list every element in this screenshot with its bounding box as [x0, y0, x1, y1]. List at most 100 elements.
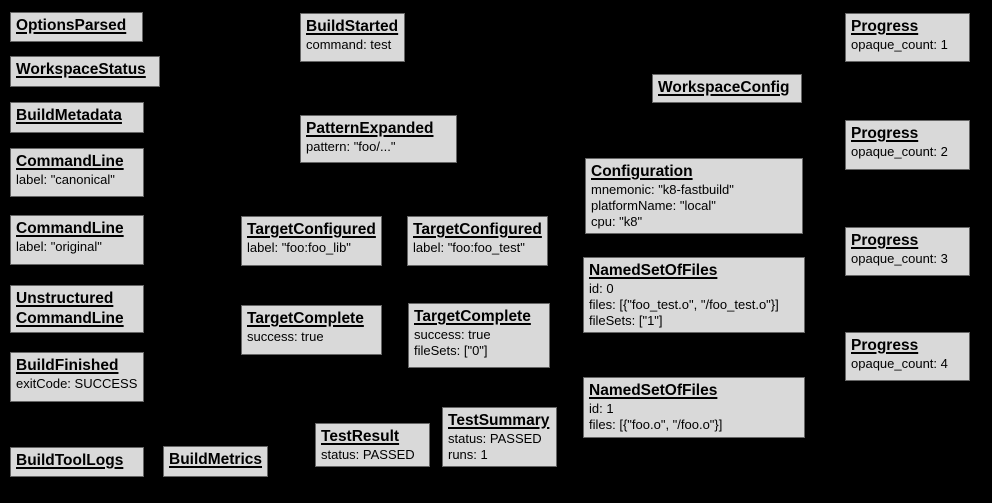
event-node-progress-2: Progress opaque_count: 2 — [845, 120, 970, 170]
detail-line: opaque_count: 4 — [851, 356, 948, 371]
event-node-title: PatternExpanded — [306, 119, 451, 139]
title-line: Progress — [851, 125, 919, 142]
title-line: Progress — [851, 232, 919, 249]
event-node-details: label: "foo:foo_test" — [413, 240, 542, 256]
event-node-progress-4: Progress opaque_count: 4 — [845, 332, 970, 381]
title-line: BuildStarted — [306, 18, 399, 35]
event-node-details: label: "canonical" — [16, 172, 138, 188]
event-node-details: status: PASSED — [321, 447, 424, 463]
event-node-target-complete-foo-lib: TargetComplete success: true — [241, 305, 382, 355]
event-node-details: opaque_count: 1 — [851, 37, 964, 53]
detail-line: success: true — [247, 329, 324, 344]
detail-line: status: PASSED — [448, 431, 542, 446]
title-line: CommandLine — [16, 310, 124, 327]
event-node-details: label: "original" — [16, 239, 138, 255]
event-node-options-parsed: OptionsParsed — [10, 12, 143, 42]
event-node-title: Progress — [851, 124, 964, 144]
event-node-title: CommandLine — [16, 152, 138, 172]
event-node-title: TargetComplete — [247, 309, 376, 329]
title-line: NamedSetOfFiles — [589, 382, 718, 399]
detail-line: opaque_count: 3 — [851, 251, 948, 266]
title-line: PatternExpanded — [306, 120, 434, 137]
detail-line: pattern: "foo/..." — [306, 139, 396, 154]
event-node-target-configured-foo-lib: TargetConfigured label: "foo:foo_lib" — [241, 216, 382, 266]
event-node-title: OptionsParsed — [16, 16, 137, 36]
title-line: TestSummary — [448, 412, 550, 429]
event-node-build-finished: BuildFinished exitCode: SUCCESS — [10, 352, 144, 402]
event-node-title: CommandLine — [16, 219, 138, 239]
event-node-progress-3: Progress opaque_count: 3 — [845, 227, 970, 276]
title-line: WorkspaceConfig — [658, 79, 790, 96]
title-line: TargetConfigured — [413, 221, 542, 238]
event-node-title: Progress — [851, 17, 964, 37]
detail-line: label: "canonical" — [16, 172, 115, 187]
detail-line: files: [{"foo.o", "/foo.o"}] — [589, 417, 723, 432]
event-node-workspace-config: WorkspaceConfig — [652, 74, 802, 103]
event-node-details: command: test — [306, 37, 399, 53]
event-node-title: Progress — [851, 231, 964, 251]
title-line: CommandLine — [16, 153, 124, 170]
title-line: TargetConfigured — [247, 221, 376, 238]
detail-line: success: true — [414, 327, 491, 342]
detail-line: status: PASSED — [321, 447, 415, 462]
event-node-title: Configuration — [591, 162, 797, 182]
event-node-configuration: Configuration mnemonic: "k8-fastbuild"pl… — [585, 158, 803, 234]
event-node-pattern-expanded: PatternExpanded pattern: "foo/..." — [300, 115, 457, 163]
detail-line: runs: 1 — [448, 447, 488, 462]
title-line: Progress — [851, 18, 919, 35]
event-node-title: BuildMetadata — [16, 106, 138, 126]
event-node-title: TargetComplete — [414, 307, 544, 327]
detail-line: label: "foo:foo_lib" — [247, 240, 351, 255]
event-node-command-line-original: CommandLine label: "original" — [10, 215, 144, 265]
event-node-title: TargetConfigured — [413, 220, 542, 240]
title-line: TargetComplete — [247, 310, 364, 327]
title-line: Progress — [851, 337, 919, 354]
event-node-title: BuildMetrics — [169, 450, 262, 470]
event-node-details: mnemonic: "k8-fastbuild"platformName: "l… — [591, 182, 797, 230]
detail-line: cpu: "k8" — [591, 214, 643, 229]
event-node-title: TestResult — [321, 427, 424, 447]
event-node-details: opaque_count: 2 — [851, 144, 964, 160]
detail-line: command: test — [306, 37, 392, 52]
event-node-details: label: "foo:foo_lib" — [247, 240, 376, 256]
event-node-details: opaque_count: 4 — [851, 356, 964, 372]
event-node-test-result: TestResult status: PASSED — [315, 423, 430, 467]
event-node-details: exitCode: SUCCESS — [16, 376, 138, 392]
event-node-build-metadata: BuildMetadata — [10, 102, 144, 133]
detail-line: id: 0 — [589, 281, 614, 296]
detail-line: label: "foo:foo_test" — [413, 240, 525, 255]
detail-line: files: [{"foo_test.o", "/foo_test.o"}] — [589, 297, 779, 312]
event-node-title: BuildStarted — [306, 17, 399, 37]
detail-line: id: 1 — [589, 401, 614, 416]
detail-line: platformName: "local" — [591, 198, 716, 213]
title-line: CommandLine — [16, 220, 124, 237]
event-node-title: BuildToolLogs — [16, 451, 138, 471]
event-node-title: NamedSetOfFiles — [589, 381, 799, 401]
event-node-title: TestSummary — [448, 411, 551, 431]
title-line: TargetComplete — [414, 308, 531, 325]
event-node-progress-1: Progress opaque_count: 1 — [845, 13, 970, 62]
event-node-build-metrics: BuildMetrics — [163, 446, 269, 477]
title-line: NamedSetOfFiles — [589, 262, 718, 279]
event-node-details: pattern: "foo/..." — [306, 139, 451, 155]
detail-line: opaque_count: 1 — [851, 37, 948, 52]
event-node-title: BuildFinished — [16, 356, 138, 376]
title-line: WorkspaceStatus — [16, 61, 146, 78]
title-line: BuildMetadata — [16, 107, 122, 124]
event-node-details: success: true — [247, 329, 376, 345]
event-node-title: WorkspaceConfig — [658, 78, 796, 98]
event-node-build-tool-logs: BuildToolLogs — [10, 447, 144, 477]
event-node-title: Progress — [851, 336, 964, 356]
title-line: OptionsParsed — [16, 17, 127, 34]
title-line: BuildMetrics — [169, 451, 263, 468]
detail-line: mnemonic: "k8-fastbuild" — [591, 182, 734, 197]
